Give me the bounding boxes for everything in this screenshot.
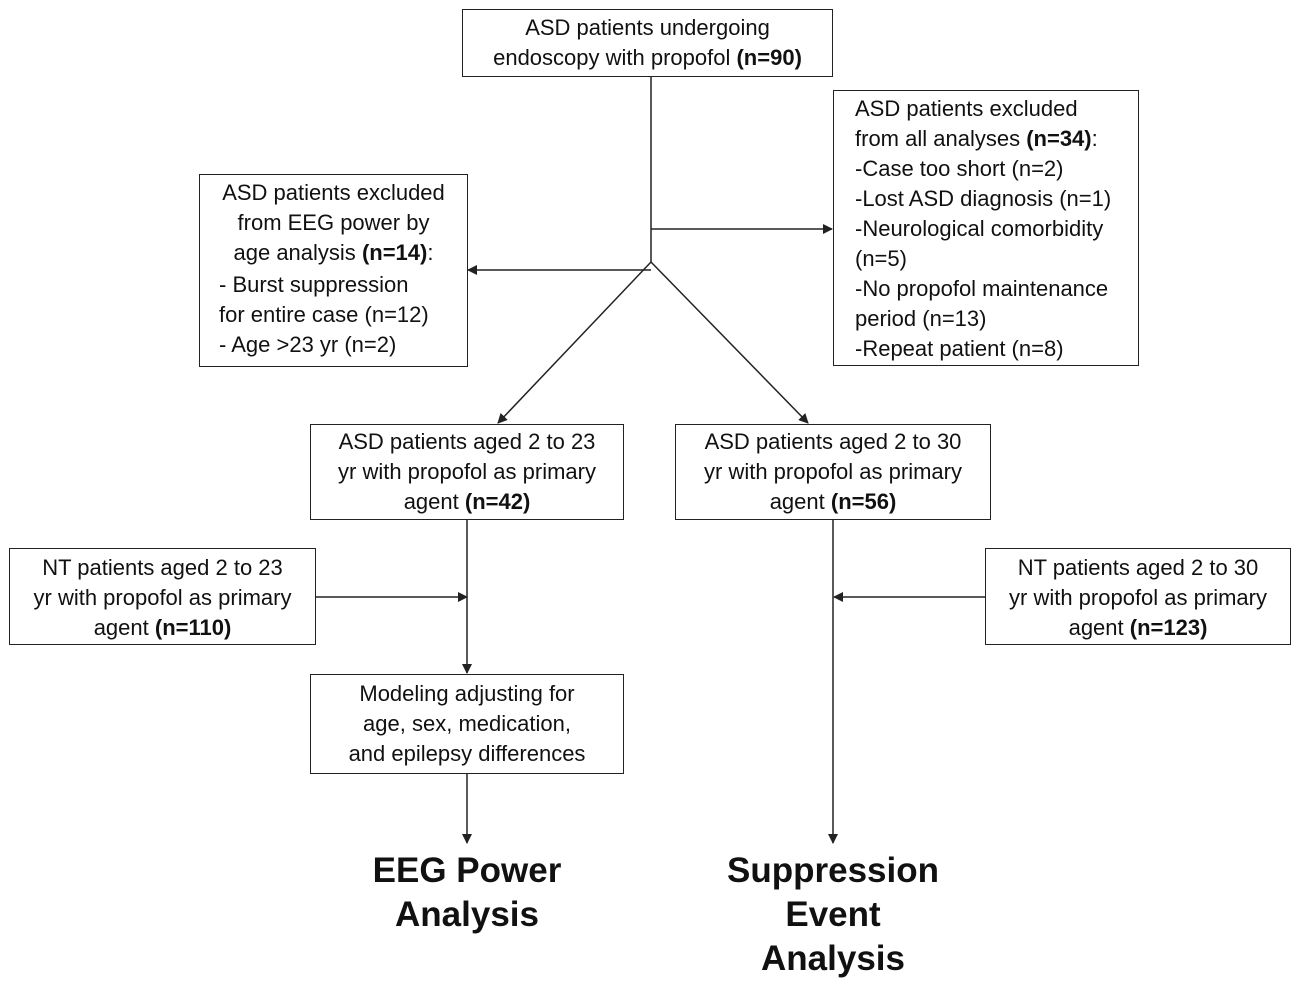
arrow-to-asd-2-23 [497,261,652,424]
asd-2-23-line1: ASD patients aged 2 to 23 [338,429,596,454]
box-top-line2: endoscopy with propofol (n=90) [463,43,832,73]
excluded-eeg-line2: from EEG power by [237,210,430,235]
nt-2-23-line2: yr with propofol as primary [33,585,292,610]
box-top-count: (n=90) [736,45,802,70]
excluded-all-item: -Case too short (n=2) [855,156,1064,181]
modeling-line1: Modeling adjusting for [359,681,575,706]
nt-2-30-count: (n=123) [1129,615,1208,640]
excluded-eeg-colon: : [427,240,434,265]
excluded-eeg-line1: ASD patients excluded [222,180,445,205]
asd-2-23-line3: agent (n=42) [311,487,623,517]
asd-2-30-line1: ASD patients aged 2 to 30 [704,429,962,454]
excluded-eeg-item: for entire case (n=12) [219,302,429,327]
excluded-eeg-item: - Burst suppression [219,272,409,297]
box-excluded-eeg-power: ASD patients excluded from EEG power by … [199,174,468,367]
excluded-all-line2: from all analyses (n=34): [855,124,1138,154]
modeling-line3: and epilepsy differences [348,741,586,766]
modeling-line2: age, sex, medication, [363,711,571,736]
outcome-eeg-power-analysis: EEG Power Analysis [317,849,617,937]
asd-2-30-line3: agent (n=56) [676,487,990,517]
outcome-suppression-line1: Suppression [727,851,939,890]
nt-2-23-line3-text: agent [93,615,149,640]
nt-2-30-line3: agent (n=123) [986,613,1290,643]
nt-2-23-line1: NT patients aged 2 to 23 [42,555,283,580]
excluded-all-colon: : [1091,126,1098,151]
box-asd-aged-2-23: ASD patients aged 2 to 23 yr with propof… [310,424,624,520]
nt-2-30-line1: NT patients aged 2 to 30 [1017,555,1259,580]
excluded-all-item: -No propofol maintenance [855,276,1109,301]
excluded-eeg-line3: age analysis (n=14): [200,238,467,268]
excluded-eeg-count: (n=14) [361,240,428,265]
box-asd-undergoing-endoscopy: ASD patients undergoing endoscopy with p… [462,9,833,77]
outcome-suppression-line3: Analysis [761,939,905,978]
excluded-all-item: (n=5) [855,246,907,271]
excluded-all-line1: ASD patients excluded [855,96,1078,121]
nt-2-23-count: (n=110) [154,615,232,640]
box-top-line2-text: endoscopy with propofol [493,45,731,70]
excluded-all-item: period (n=13) [855,306,987,331]
excluded-all-line2-text: from all analyses [855,126,1021,151]
asd-2-23-count: (n=42) [464,489,531,514]
excluded-eeg-line3-text: age analysis [233,240,356,265]
excluded-all-item: -Neurological comorbidity [855,216,1104,241]
outcome-suppression-line2: Event [785,895,881,934]
excluded-all-item: -Lost ASD diagnosis (n=1) [855,186,1112,211]
box-nt-aged-2-23: NT patients aged 2 to 23 yr with propofo… [9,548,316,645]
nt-2-23-line3: agent (n=110) [10,613,315,643]
outcome-eeg-line1: EEG Power [372,851,562,890]
excluded-eeg-item: - Age >23 yr (n=2) [219,332,397,357]
outcome-eeg-line2: Analysis [395,895,539,934]
box-modeling-adjusting: Modeling adjusting for age, sex, medicat… [310,674,624,774]
box-excluded-all-analyses: ASD patients excluded from all analyses … [833,90,1139,366]
box-top-line1: ASD patients undergoing [525,15,770,40]
asd-2-23-line3-text: agent [403,489,459,514]
asd-2-30-line3-text: agent [769,489,825,514]
nt-2-30-line3-text: agent [1068,615,1124,640]
asd-2-30-count: (n=56) [830,489,897,514]
arrow-to-asd-2-30 [650,261,809,424]
nt-2-30-line2: yr with propofol as primary [1009,585,1267,610]
box-asd-aged-2-30: ASD patients aged 2 to 30 yr with propof… [675,424,991,520]
asd-2-30-line2: yr with propofol as primary [704,459,962,484]
box-nt-aged-2-30: NT patients aged 2 to 30 yr with propofo… [985,548,1291,645]
outcome-suppression-event-analysis: Suppression Event Analysis [683,849,983,981]
excluded-all-count: (n=34) [1026,126,1092,151]
asd-2-23-line2: yr with propofol as primary [338,459,596,484]
excluded-all-item: -Repeat patient (n=8) [855,336,1064,361]
